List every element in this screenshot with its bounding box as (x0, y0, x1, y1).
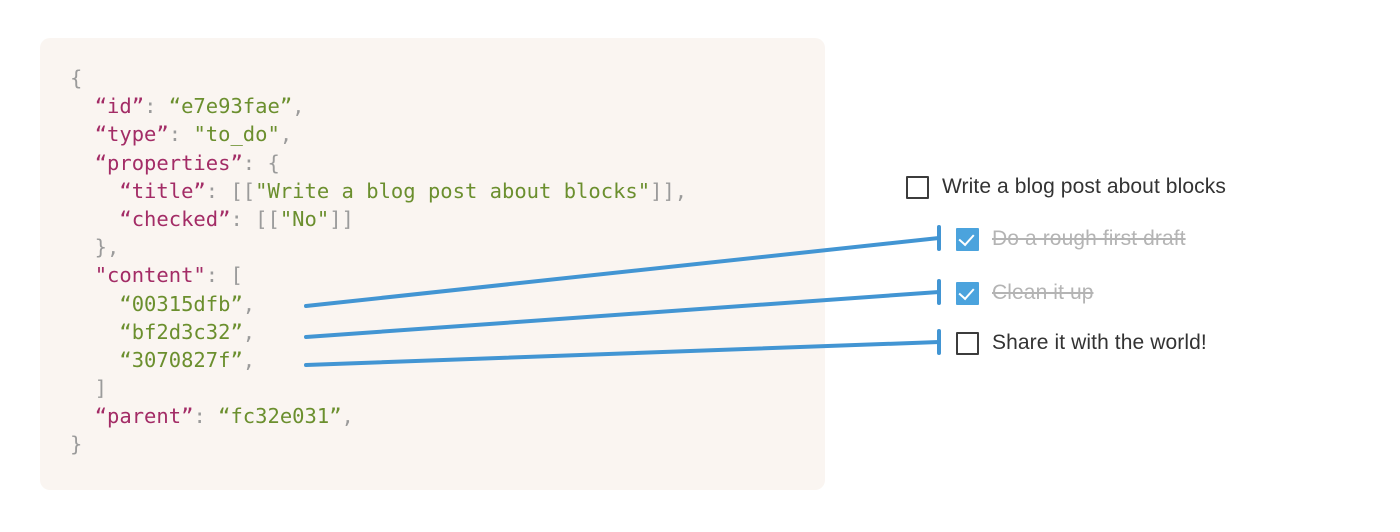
code-token-punct: : (168, 122, 194, 147)
code-token-punct: , (242, 319, 256, 344)
code-token-str: "Write a blog post about blocks" (255, 178, 651, 203)
code-token-punct: : [ (205, 263, 243, 288)
code-token-key: “parent” (94, 404, 194, 429)
code-token-str: “00315dfb” (119, 291, 243, 316)
todo-label[interactable]: Share it with the world! (992, 331, 1207, 354)
code-line: { (70, 64, 687, 92)
code-token-str: “3070827f” (119, 347, 243, 372)
code-line: “checked”: [["No"]] (70, 205, 687, 233)
todo-label[interactable]: Do a rough first draft (992, 227, 1186, 250)
code-token-str: “bf2d3c32” (119, 319, 243, 344)
checkbox-checked-icon[interactable] (956, 227, 979, 251)
code-line: ] (70, 374, 687, 402)
code-line: "content": [ (70, 261, 687, 289)
code-line: “3070827f”, (70, 346, 687, 374)
todo-row[interactable]: Share it with the world! (956, 328, 1207, 358)
code-line: “id”: “e7e93fae”, (70, 92, 687, 120)
checkbox-unchecked-icon[interactable] (906, 175, 929, 199)
code-token-key: “title” (119, 178, 206, 203)
code-line: “00315dfb”, (70, 290, 687, 318)
checkbox-unchecked-icon[interactable] (956, 331, 979, 355)
code-token-str: “fc32e031” (218, 404, 342, 429)
code-token-key: "content" (94, 263, 206, 288)
todo-row[interactable]: Do a rough first draft (956, 224, 1186, 254)
code-token-key: “type” (94, 122, 169, 147)
code-token-punct: , (242, 347, 256, 372)
json-code-block: { “id”: “e7e93fae”, “type”: "to_do", “pr… (40, 38, 825, 490)
code-token-punct (70, 320, 119, 344)
code-line: “parent”: “fc32e031”, (70, 402, 687, 430)
checkbox-checked-icon[interactable] (956, 281, 979, 305)
code-token-key: “id” (94, 94, 145, 119)
code-token-punct (70, 94, 95, 118)
code-token-punct: : { (242, 150, 280, 175)
todo-label[interactable]: Clean it up (992, 281, 1094, 304)
code-token-punct: ]], (650, 178, 688, 203)
code-token-punct (70, 263, 95, 287)
code-line: } (70, 430, 687, 458)
code-token-key: “properties” (94, 150, 243, 175)
code-token-punct: , (292, 94, 305, 119)
code-token-punct (70, 292, 119, 316)
code-token-punct (70, 179, 119, 203)
code-token-punct: : (193, 404, 219, 429)
code-line: “type”: "to_do", (70, 120, 687, 148)
code-token-punct (70, 207, 119, 231)
code-token-punct: : [[ (205, 178, 256, 203)
todo-row[interactable]: Write a blog post about blocks (906, 172, 1226, 202)
code-token-punct (70, 404, 95, 428)
code-token-str: "No" (279, 206, 330, 231)
todo-row[interactable]: Clean it up (956, 278, 1094, 308)
code-line: }, (70, 233, 687, 261)
json-code-listing: { “id”: “e7e93fae”, “type”: "to_do", “pr… (70, 64, 687, 459)
code-token-punct (70, 348, 119, 372)
code-token-punct: ]] (329, 206, 354, 231)
code-token-str: "to_do" (193, 122, 280, 147)
code-token-punct (70, 151, 95, 175)
code-token-str: “e7e93fae” (168, 94, 293, 119)
code-token-key: “checked” (119, 206, 231, 231)
code-line: “properties”: { (70, 149, 687, 177)
code-line: “title”: [["Write a blog post about bloc… (70, 177, 687, 205)
code-token-punct: ] (70, 376, 108, 401)
code-token-punct: } (70, 432, 83, 457)
code-token-punct: , (242, 291, 256, 316)
code-token-punct: : (144, 94, 169, 119)
todo-label[interactable]: Write a blog post about blocks (942, 175, 1226, 198)
code-token-punct: { (70, 66, 83, 90)
code-line: “bf2d3c32”, (70, 318, 687, 346)
code-token-punct: : [[ (230, 206, 280, 231)
code-token-punct (70, 122, 95, 146)
code-token-punct: , (279, 122, 293, 147)
code-token-punct: }, (70, 235, 120, 260)
code-token-punct: , (341, 404, 354, 429)
